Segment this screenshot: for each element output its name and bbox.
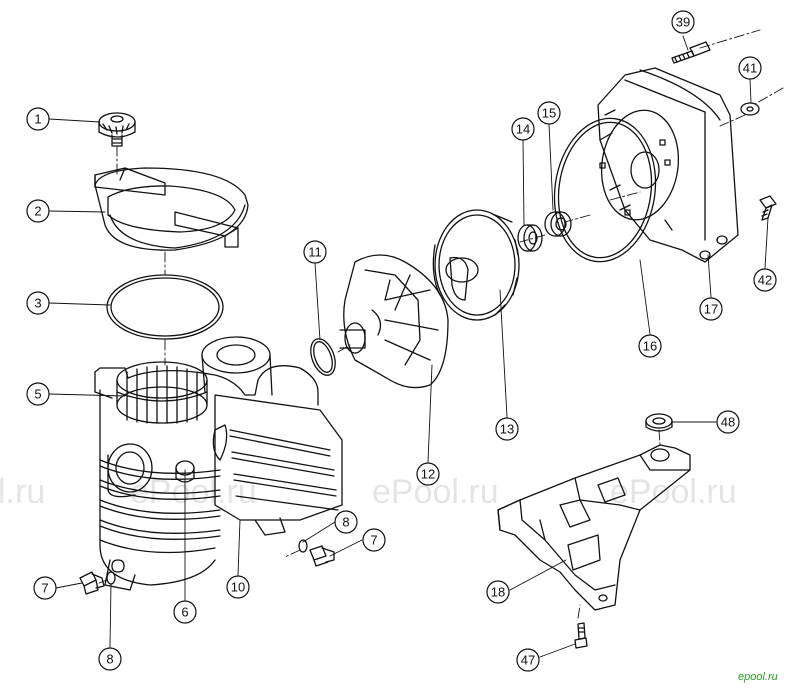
watermark-segment: ePool.ru	[372, 473, 499, 511]
mechanical-seal-part	[517, 224, 543, 252]
rubber-foot-part	[645, 413, 673, 432]
plug-oring-right-part	[298, 539, 308, 553]
svg-text:3: 3	[34, 296, 41, 311]
callout-16: 16	[638, 334, 662, 358]
svg-text:8: 8	[106, 652, 113, 667]
bolt-42-part	[759, 195, 777, 221]
svg-text:18: 18	[491, 585, 505, 600]
callout-8-right: 8	[334, 510, 358, 534]
bolt-39-part	[671, 41, 711, 64]
svg-text:6: 6	[181, 605, 188, 620]
leader-lines	[48, 35, 769, 658]
plug-oring-left-part	[106, 571, 116, 585]
watermark-segment: ePool.ru	[130, 473, 257, 511]
callout-7-right: 7	[362, 528, 386, 552]
impeller-part	[432, 209, 520, 321]
callouts: 1 2 3 5 6 7 7 8 8 10 11 12 13 14 15 16 1…	[26, 10, 777, 672]
callout-11: 11	[303, 240, 327, 264]
callout-5: 5	[26, 382, 50, 406]
callout-12: 12	[416, 462, 440, 486]
epool-logo: epool.ru	[738, 671, 778, 683]
watermark-segment: ePool.ru	[610, 473, 737, 511]
lid-oring-part	[106, 274, 224, 340]
housing-oring-part	[553, 117, 657, 263]
callout-41: 41	[738, 56, 762, 80]
pump-body-part	[94, 336, 343, 591]
svg-text:13: 13	[500, 422, 514, 437]
callout-8-bottom: 8	[98, 647, 122, 671]
callout-17: 17	[699, 297, 723, 321]
seal-plate-part	[597, 67, 739, 263]
callout-14: 14	[511, 117, 535, 141]
svg-text:8: 8	[342, 515, 349, 530]
diffuser-part	[339, 254, 449, 389]
callout-6: 6	[173, 600, 197, 624]
callout-1: 1	[26, 107, 50, 131]
drain-plug-right-part	[309, 545, 335, 567]
svg-text:17: 17	[704, 302, 718, 317]
svg-text:5: 5	[34, 387, 41, 402]
svg-text:42: 42	[758, 273, 772, 288]
lid-knob-part	[98, 112, 136, 147]
drain-plug-left-part	[79, 571, 105, 595]
svg-text:7: 7	[41, 581, 48, 596]
svg-text:2: 2	[34, 204, 41, 219]
svg-text:12: 12	[421, 467, 435, 482]
callout-3: 3	[26, 291, 50, 315]
svg-text:1: 1	[34, 112, 41, 127]
svg-text:16: 16	[643, 339, 657, 354]
callout-13: 13	[495, 417, 519, 441]
watermark: l.ru ePool.ru ePool.ru ePool.ru	[0, 473, 737, 511]
callout-2: 2	[26, 199, 50, 223]
assembly-axes	[98, 29, 784, 619]
svg-text:41: 41	[743, 61, 757, 76]
callout-48: 48	[716, 410, 740, 434]
svg-text:15: 15	[542, 106, 556, 121]
washer-41-part	[740, 102, 760, 116]
watermark-segment: l.ru	[0, 473, 45, 511]
motor-support-part	[497, 444, 691, 611]
svg-text:11: 11	[308, 245, 322, 260]
svg-text:14: 14	[516, 122, 530, 137]
callout-39: 39	[671, 10, 695, 34]
svg-text:48: 48	[721, 415, 735, 430]
callout-18: 18	[486, 580, 510, 604]
callout-7-left: 7	[33, 576, 57, 600]
callout-15: 15	[537, 101, 561, 125]
callout-42: 42	[753, 268, 777, 292]
callout-10: 10	[226, 575, 250, 599]
svg-text:39: 39	[676, 15, 690, 30]
screw-47-part	[574, 622, 588, 649]
svg-text:10: 10	[231, 580, 245, 595]
svg-text:7: 7	[370, 533, 377, 548]
svg-text:47: 47	[521, 653, 535, 668]
callout-47: 47	[516, 648, 540, 672]
strainer-lid-part	[94, 167, 249, 251]
diffuser-oring-part	[310, 338, 336, 376]
